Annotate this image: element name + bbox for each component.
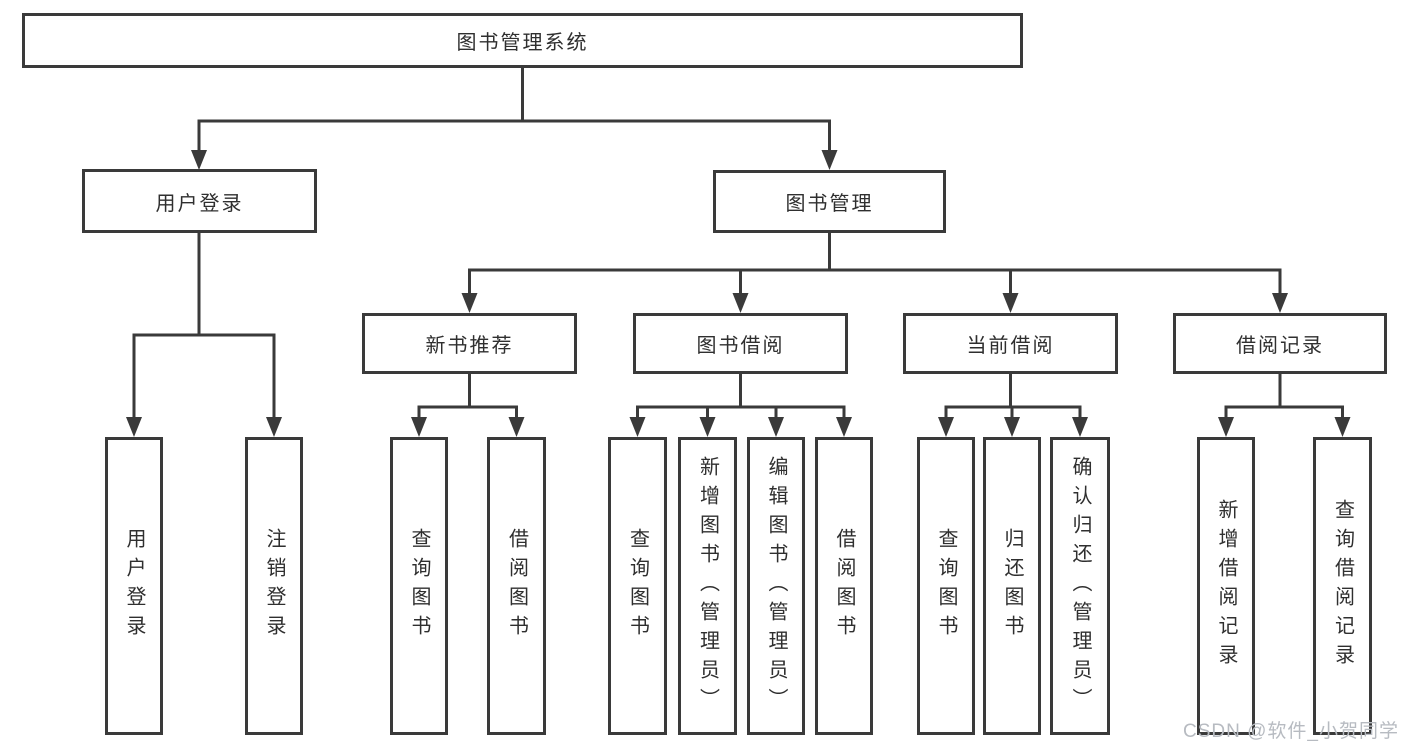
node-leaf-borrow-edit-books-admin: 编辑图书（管理员） (747, 437, 805, 735)
node-leaf-logout: 注销登录 (245, 437, 303, 735)
node-label: 用户登录 (123, 528, 145, 644)
node-new-book-recommend: 新书推荐 (362, 313, 577, 374)
node-leaf-borrow-add-books-admin: 新增图书（管理员） (678, 437, 737, 735)
node-leaf-current-return-books: 归还图书 (983, 437, 1041, 735)
node-label: 图书借阅 (696, 335, 785, 357)
node-label: 查询借阅记录 (1331, 499, 1354, 673)
node-label: 当前借阅 (966, 335, 1055, 357)
node-user-login: 用户登录 (82, 169, 317, 233)
node-label: 新增图书（管理员） (696, 455, 719, 717)
node-leaf-newbooks-query-books: 查询图书 (390, 437, 448, 735)
node-label: 查询图书 (626, 528, 649, 644)
node-label: 归还图书 (1001, 528, 1023, 644)
node-leaf-records-query-record: 查询借阅记录 (1313, 437, 1372, 735)
node-root: 图书管理系统 (22, 13, 1023, 68)
node-label: 图书管理系统 (456, 32, 589, 54)
watermark: CSDN @软件_小贺同学 (1183, 721, 1399, 742)
node-label: 新增借阅记录 (1215, 499, 1237, 673)
node-label: 借阅图书 (833, 528, 855, 644)
node-leaf-current-confirm-return-admin: 确认归还（管理员） (1050, 437, 1110, 735)
node-label: 注销登录 (263, 528, 285, 644)
node-label: 确认归还（管理员） (1069, 455, 1091, 717)
node-book-borrow: 图书借阅 (633, 313, 848, 374)
node-label: 查询图书 (408, 528, 430, 644)
node-label: 新书推荐 (425, 335, 514, 357)
node-book-management: 图书管理 (713, 170, 946, 233)
node-label: 编辑图书（管理员） (765, 455, 787, 717)
node-leaf-user-login: 用户登录 (105, 437, 163, 735)
node-leaf-current-query-books: 查询图书 (917, 437, 975, 735)
node-label: 用户登录 (155, 192, 244, 215)
node-label: 图书管理 (785, 193, 874, 215)
node-label: 借阅图书 (505, 528, 528, 644)
node-leaf-borrow-borrow-books: 借阅图书 (815, 437, 873, 735)
node-leaf-newbooks-borrow-books: 借阅图书 (487, 437, 546, 735)
node-borrow-records: 借阅记录 (1173, 313, 1387, 374)
node-label: 借阅记录 (1236, 335, 1324, 357)
node-current-borrow: 当前借阅 (903, 313, 1118, 374)
node-label: 查询图书 (935, 528, 957, 644)
node-leaf-records-add-record: 新增借阅记录 (1197, 437, 1255, 735)
node-leaf-borrow-query-books: 查询图书 (608, 437, 667, 735)
